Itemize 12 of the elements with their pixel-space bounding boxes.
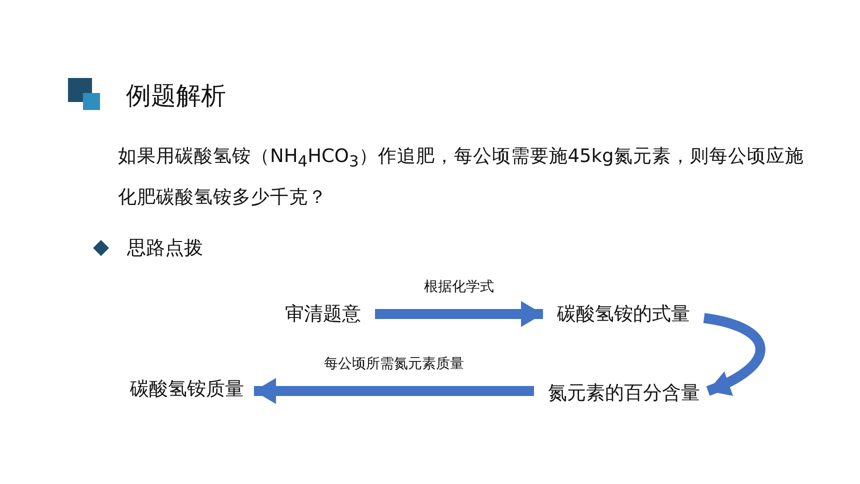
arrow	[254, 378, 534, 404]
edge-label: 每公顷所需氮元素质量	[322, 355, 466, 373]
title: 例题解析	[126, 80, 226, 112]
step-text: 碳酸氢铵的式量	[557, 302, 690, 326]
question-text: 如果用碳酸氢铵（NH$_{4}$HCO$_{3}$）作追肥，每公顷需要施45kg氮元素，则每公顷应施化肥碳酸氢铵多少千克？	[118, 145, 805, 210]
step-text: 审清题意	[285, 302, 361, 326]
arrow	[375, 301, 543, 327]
edge-label: 根据化学式	[422, 278, 496, 296]
step-text: 碳酸氢铵质量	[130, 377, 244, 401]
arrow	[703, 313, 766, 396]
step-text: 氮元素的百分含量	[548, 381, 700, 405]
section-heading: 思路点拨	[127, 236, 203, 260]
